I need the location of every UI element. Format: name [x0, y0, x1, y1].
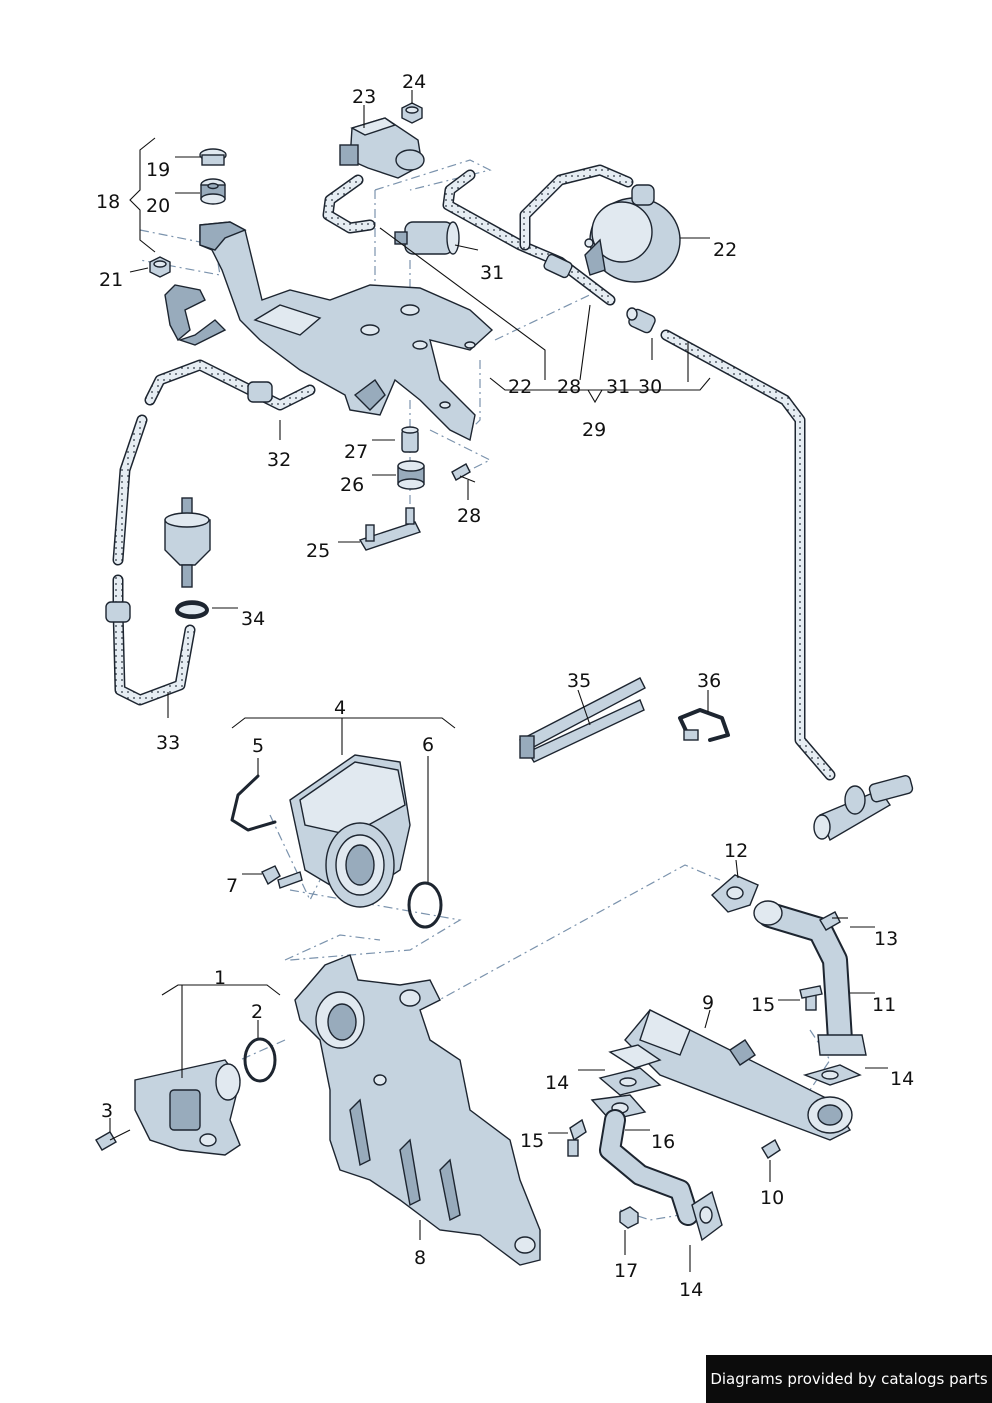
callout-22a: 22 [713, 239, 737, 261]
flange-1 [95, 1037, 277, 1156]
credit-text: Diagrams provided by catalogs parts [710, 1370, 988, 1388]
callout-14a: 14 [545, 1072, 569, 1094]
throttle-body-4 [230, 754, 443, 929]
callout-13: 13 [874, 928, 898, 950]
bracket-18 [129, 137, 156, 253]
callout-2: 2 [251, 1001, 263, 1023]
vacuum-actuator-22 [584, 184, 681, 283]
callout-4: 4 [334, 697, 346, 719]
callout-36: 36 [697, 670, 721, 692]
callout-27: 27 [344, 441, 368, 463]
callout-24: 24 [402, 71, 426, 93]
callout-28a: 28 [557, 376, 581, 398]
grommet-parts [149, 148, 227, 278]
callout-35: 35 [567, 670, 591, 692]
callout-31a: 31 [480, 262, 504, 284]
solenoid-valve-23 [339, 102, 425, 179]
callout-7: 7 [226, 875, 238, 897]
callout-14b: 14 [890, 1068, 914, 1090]
egr-cooler-9 [598, 1009, 862, 1159]
callout-30: 30 [638, 376, 662, 398]
leader-lines [109, 90, 888, 1272]
callout-6: 6 [422, 734, 434, 756]
callout-5: 5 [252, 735, 264, 757]
callout-labels: 24 23 19 18 20 21 22 31 22 28 31 30 29 2… [96, 71, 914, 1301]
filter-31 [394, 221, 460, 255]
egr-pipe-16 [567, 1094, 723, 1242]
callout-1: 1 [214, 967, 226, 989]
credit-banner: Diagrams provided by catalogs parts [706, 1355, 992, 1403]
callout-25: 25 [306, 540, 330, 562]
callout-16: 16 [651, 1131, 675, 1153]
callout-28b: 28 [457, 505, 481, 527]
callout-14c: 14 [679, 1279, 703, 1301]
callout-11: 11 [872, 994, 896, 1016]
intake-manifold-8 [294, 954, 541, 1266]
clamp-36 [678, 708, 730, 742]
callout-15a: 15 [751, 994, 775, 1016]
callout-34: 34 [241, 608, 265, 630]
callout-20: 20 [146, 195, 170, 217]
t-connector [813, 775, 914, 842]
vacuum-hoses [105, 164, 836, 781]
callout-32: 32 [267, 449, 291, 471]
callout-12: 12 [724, 840, 748, 862]
callout-18: 18 [96, 191, 120, 213]
callout-33: 33 [156, 732, 180, 754]
egr-pipe-11 [710, 874, 867, 1056]
callout-26: 26 [340, 474, 364, 496]
callout-31b: 31 [606, 376, 630, 398]
callout-9: 9 [702, 992, 714, 1014]
callout-29: 29 [582, 419, 606, 441]
inline-filter [164, 497, 211, 619]
callout-17: 17 [614, 1260, 638, 1282]
clip-35 [518, 677, 646, 763]
callout-19: 19 [146, 159, 170, 181]
mount-hardware [358, 426, 476, 551]
check-valve-30 [626, 307, 656, 334]
callout-3: 3 [101, 1100, 113, 1122]
mounting-bracket [164, 221, 494, 442]
callout-22b: 22 [508, 376, 532, 398]
callout-15b: 15 [520, 1130, 544, 1152]
callout-21: 21 [99, 269, 123, 291]
callout-10: 10 [760, 1187, 784, 1209]
callout-8: 8 [414, 1247, 426, 1269]
callout-23: 23 [352, 86, 376, 108]
